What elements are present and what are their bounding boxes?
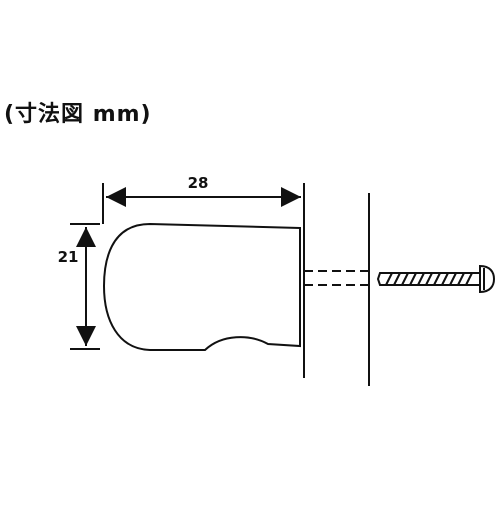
screw-head — [479, 264, 496, 294]
knob-body-outline — [102, 222, 301, 351]
height-dimension-label: 21 — [58, 248, 79, 266]
screw — [376, 264, 496, 294]
width-dimension-label: 28 — [188, 174, 209, 192]
drawing-caption: (寸法図 mm) — [4, 102, 152, 127]
screw-thread — [385, 272, 473, 286]
